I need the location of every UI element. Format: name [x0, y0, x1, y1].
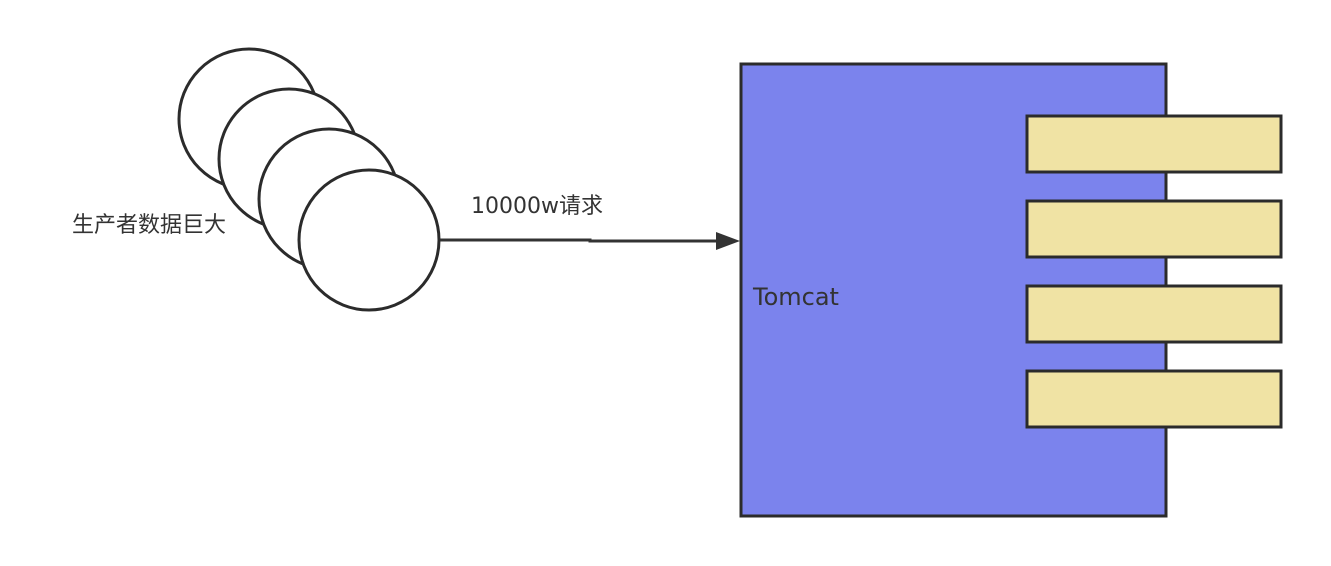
arrowhead-icon [716, 232, 740, 250]
producer-label: 生产者数据巨大 [71, 213, 226, 238]
thread-slot [1025, 284, 1283, 344]
producer-circle [297, 168, 441, 312]
tomcat-label: Tomcat [753, 283, 839, 311]
thread-slot [1025, 114, 1283, 174]
thread-slots [1025, 114, 1283, 429]
request-arrow [440, 232, 740, 250]
edge-label: 10000w请求 [471, 194, 603, 219]
thread-slot [1025, 199, 1283, 259]
producer-circles [177, 47, 441, 312]
thread-slot [1025, 369, 1283, 429]
